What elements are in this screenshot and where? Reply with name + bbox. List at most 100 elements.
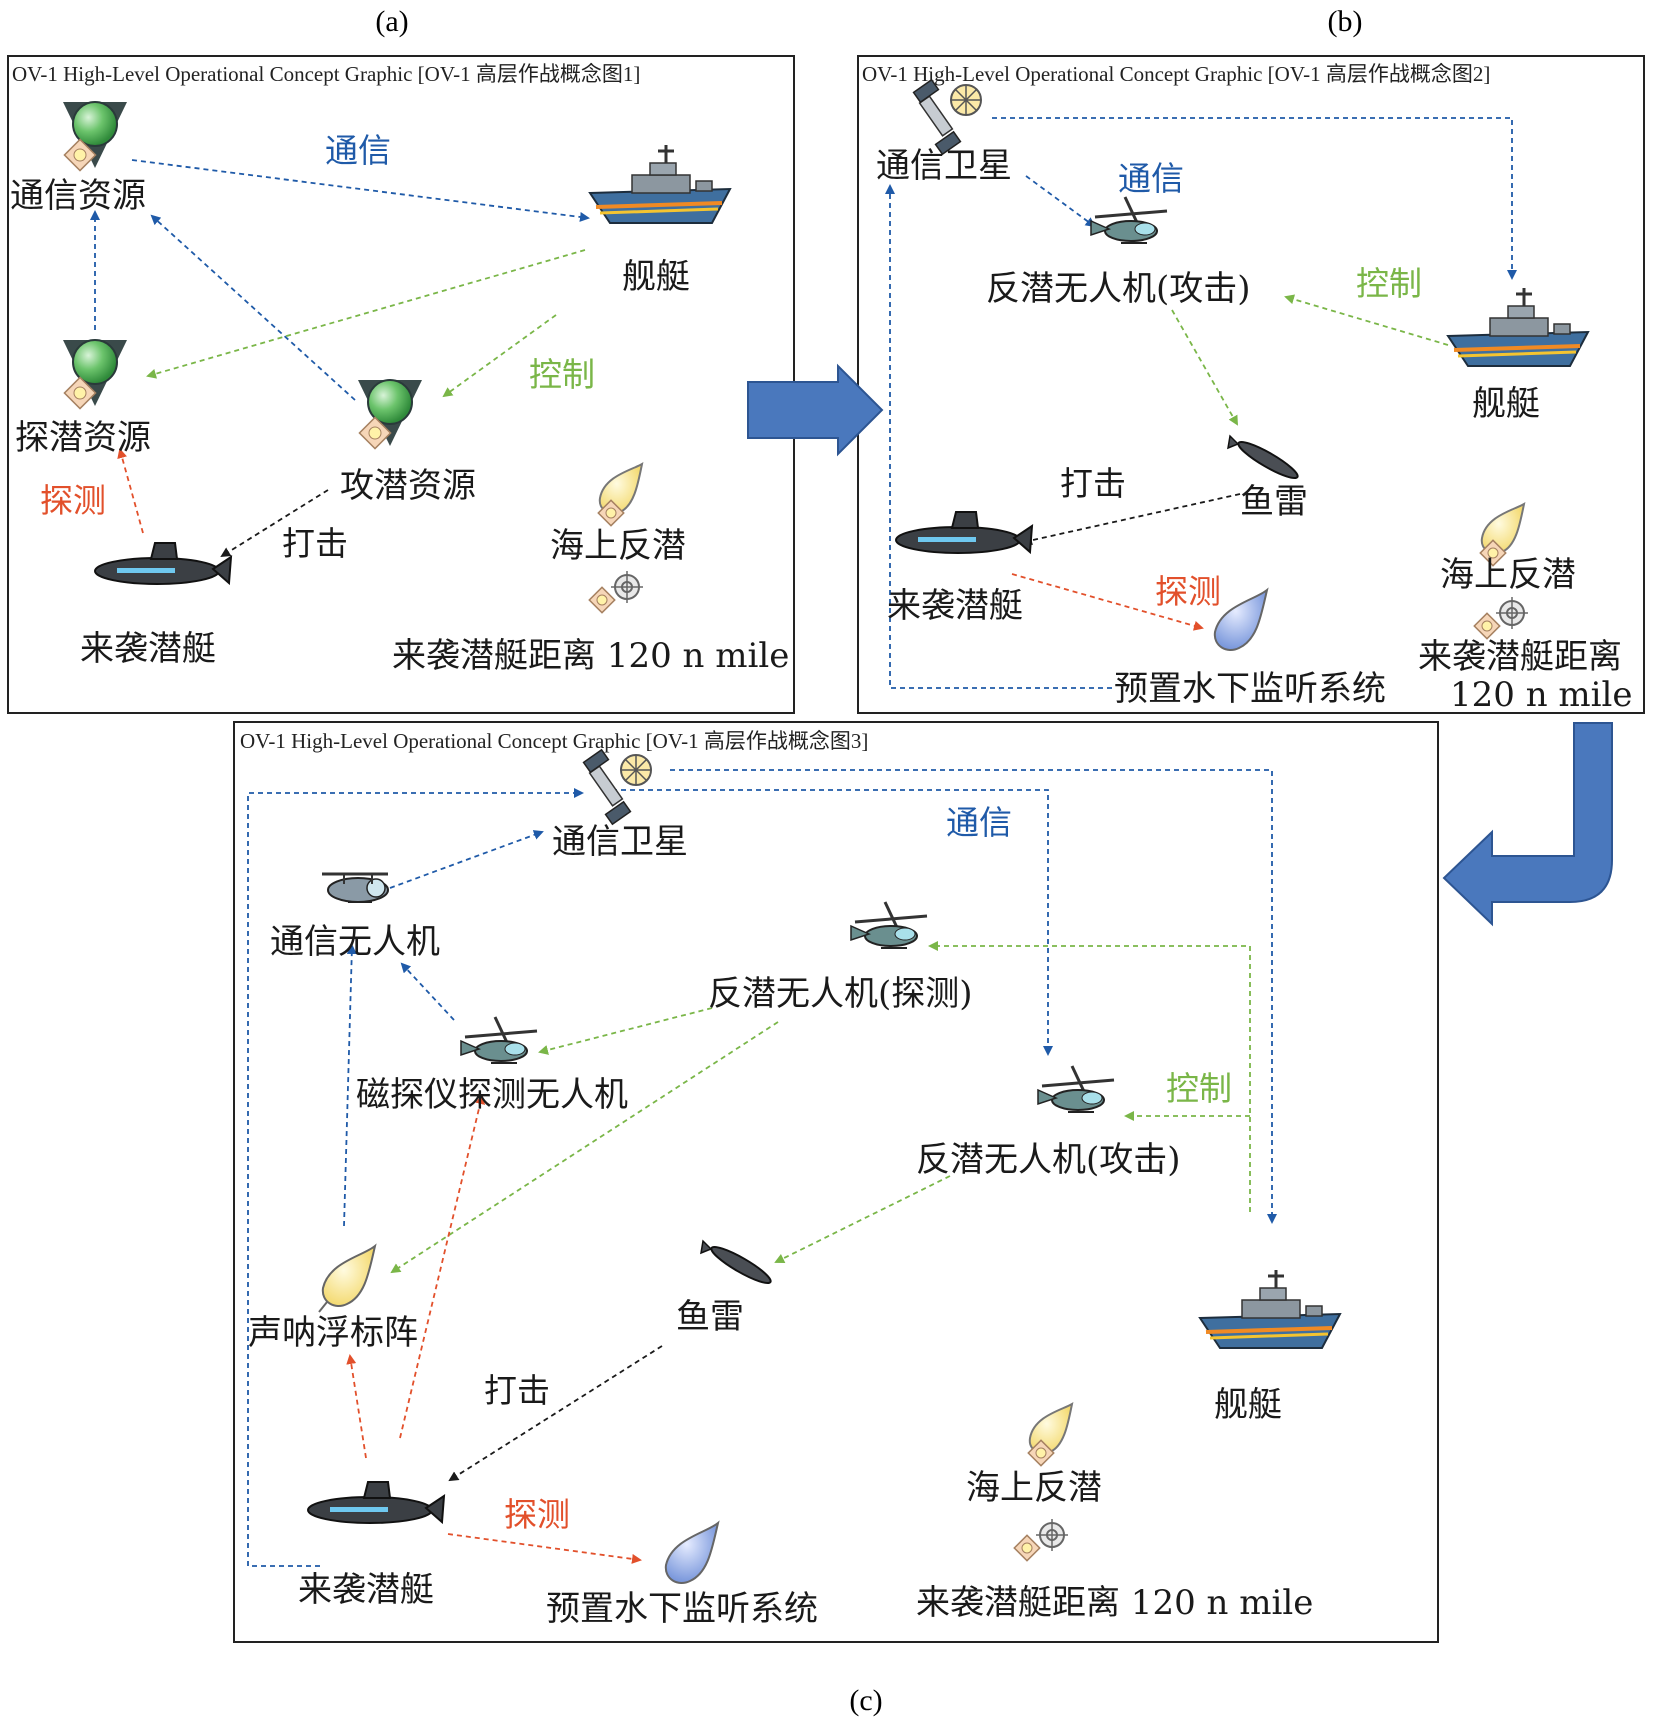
label-c-satellite: 通信卫星 <box>552 822 688 862</box>
label-c-sea-asw: 海上反潜 <box>966 1468 1102 1508</box>
label-a-asw-detect: 探潜资源 <box>15 418 151 458</box>
label-c-torpedo: 鱼雷 <box>676 1297 744 1337</box>
label-b-distance-1: 来袭潜艇距离 <box>1418 637 1622 677</box>
distance-target-icon <box>1473 596 1529 640</box>
edge-b-uav-torpedo <box>1171 309 1238 426</box>
asw-detect-resource-icon <box>62 339 128 410</box>
label-c-asw-uav-detect: 反潜无人机(探测) <box>708 974 973 1014</box>
label-a-sea-asw: 海上反潜 <box>550 526 686 566</box>
asw-attack-resource-icon <box>357 379 423 450</box>
edge-b-listen-to-sat <box>885 184 1112 689</box>
edge-label-a-control: 控制 <box>529 355 595 394</box>
edge-label-c-control: 控制 <box>1166 1069 1232 1108</box>
flow-arrow-down-left <box>1442 722 1613 927</box>
submarine-icon <box>895 511 1033 554</box>
edge-label-c-comm: 通信 <box>946 803 1012 842</box>
ship-icon <box>588 143 732 225</box>
sea-asw-icon <box>1027 1403 1073 1467</box>
edge-c-sub-listen <box>447 1533 642 1564</box>
edge-c-comuav-sat <box>389 830 544 889</box>
underwater-listening-icon <box>1213 589 1268 652</box>
edge-c-detect-uav-mad <box>538 1007 713 1055</box>
edge-label-a-comm: 通信 <box>325 131 391 170</box>
edge-c-strike <box>448 1345 663 1482</box>
submarine-icon <box>94 542 232 585</box>
sonobuoy-icon <box>318 1245 376 1313</box>
comm-uav-icon <box>320 872 390 904</box>
label-b-asw-uav-attack: 反潜无人机(攻击) <box>986 269 1251 309</box>
label-b-distance-2: 120 n mile <box>1450 675 1633 715</box>
flow-arrow-right <box>747 363 884 457</box>
label-c-enemy-sub: 来袭潜艇 <box>298 1570 434 1610</box>
label-a-ship: 舰艇 <box>622 257 690 297</box>
edge-c-sub-mad <box>399 1094 485 1439</box>
label-a-comm-resource: 通信资源 <box>10 176 146 216</box>
edge-a-ship-control-detect <box>146 249 586 379</box>
edge-label-c-detect: 探测 <box>504 1495 570 1534</box>
edge-c-sat-asw-attack <box>612 789 1053 1056</box>
edge-b-sat-ship <box>992 117 1517 280</box>
sea-asw-icon <box>597 463 643 527</box>
underwater-listening-icon <box>664 1522 719 1585</box>
edge-c-sat-ship <box>670 769 1277 1224</box>
edge-a-attack-to-comm <box>150 214 356 401</box>
torpedo-icon <box>1227 435 1302 485</box>
edge-a-strike <box>220 489 329 558</box>
edge-c-sub-sono <box>346 1354 367 1459</box>
edge-b-detect <box>1011 573 1204 631</box>
distance-target-icon <box>1013 1518 1069 1562</box>
label-a-enemy-sub: 来袭潜艇 <box>80 629 216 669</box>
ship-icon <box>1198 1268 1342 1350</box>
label-c-distance: 来袭潜艇距离 120 n mile <box>916 1583 1313 1623</box>
edge-label-b-comm: 通信 <box>1118 159 1184 198</box>
edge-b-strike <box>1022 493 1241 546</box>
caption-b: (b) <box>1328 5 1363 38</box>
asw-uav-attack-icon <box>1036 1064 1116 1114</box>
asw-uav-attack-icon <box>1089 195 1169 245</box>
edge-c-mad-comuav <box>400 962 455 1021</box>
comm-resource-icon <box>62 101 128 172</box>
asw-uav-detect-icon <box>849 900 929 950</box>
torpedo-icon <box>700 1240 775 1290</box>
ship-icon <box>1446 286 1590 368</box>
label-a-asw-attack: 攻潜资源 <box>340 466 476 506</box>
edge-c-detect-uav-sono <box>390 1021 779 1274</box>
edge-label-a-strike: 打击 <box>282 524 348 563</box>
label-c-asw-uav-attack: 反潜无人机(攻击) <box>916 1140 1181 1180</box>
panel-c-frame <box>233 721 1439 1643</box>
edge-a-comm-ship <box>131 159 590 222</box>
satellite-icon <box>912 78 982 156</box>
label-b-enemy-sub: 来袭潜艇 <box>887 586 1023 626</box>
panel-c-title: OV-1 High-Level Operational Concept Grap… <box>240 729 868 753</box>
edge-c-ship-control-detect-uav <box>928 941 1251 1212</box>
label-a-distance: 来袭潜艇距离 120 n mile <box>392 636 789 676</box>
edge-c-sub-loop-to-sat <box>247 788 584 1567</box>
edge-label-b-detect: 探测 <box>1155 572 1221 611</box>
panel-b-title: OV-1 High-Level Operational Concept Grap… <box>862 62 1490 86</box>
label-b-underwater: 预置水下监听系统 <box>1114 669 1386 709</box>
distance-target-icon <box>588 570 644 614</box>
panel-a-title: OV-1 High-Level Operational Concept Grap… <box>12 62 640 86</box>
label-c-sonobuoy: 声呐浮标阵 <box>248 1313 418 1353</box>
edge-label-b-control: 控制 <box>1356 264 1422 303</box>
mad-uav-icon <box>459 1015 539 1065</box>
label-c-ship: 舰艇 <box>1214 1385 1282 1425</box>
edge-c-attack-uav-torpedo <box>774 1175 951 1263</box>
label-c-underwater: 预置水下监听系统 <box>546 1589 818 1629</box>
edge-c-sono-comuav <box>343 944 357 1227</box>
satellite-icon <box>582 748 652 826</box>
label-c-comm-uav: 通信无人机 <box>270 922 440 962</box>
label-c-mad-uav: 磁探仪探测无人机 <box>356 1075 628 1115</box>
edge-b-sat-uav <box>1025 175 1096 228</box>
label-b-sea-asw: 海上反潜 <box>1440 555 1576 595</box>
edge-label-c-strike: 打击 <box>484 1371 550 1410</box>
caption-c: (c) <box>849 1684 882 1717</box>
caption-a: (a) <box>375 5 408 38</box>
label-b-satellite: 通信卫星 <box>876 146 1012 186</box>
edge-label-b-strike: 打击 <box>1060 464 1126 503</box>
label-b-torpedo: 鱼雷 <box>1240 482 1308 522</box>
edge-label-a-detect: 探测 <box>40 481 106 520</box>
label-b-ship: 舰艇 <box>1472 384 1540 424</box>
submarine-icon <box>307 1481 445 1524</box>
